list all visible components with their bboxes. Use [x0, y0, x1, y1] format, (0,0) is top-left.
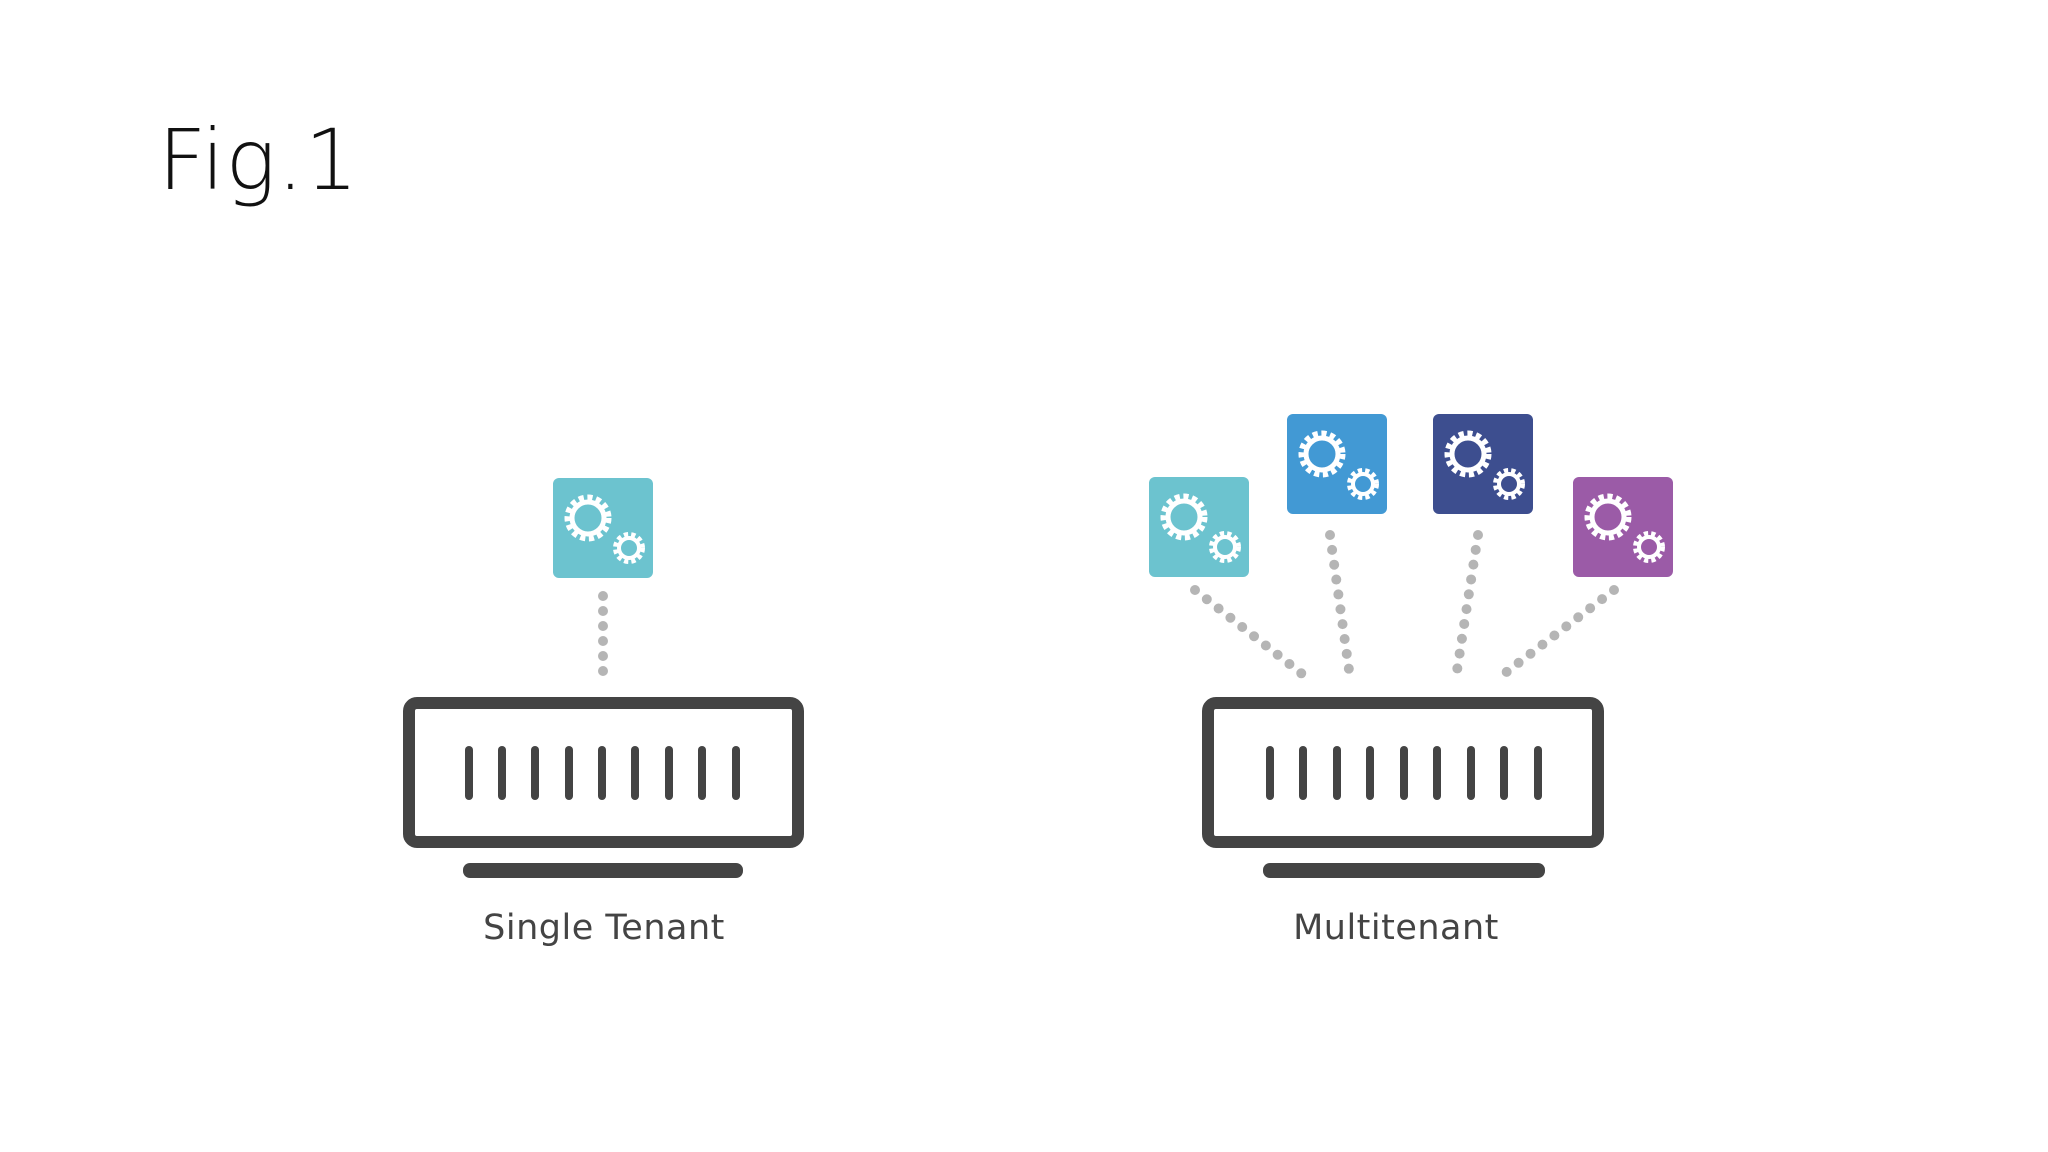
multitenant-panel	[1149, 414, 1673, 878]
connector-3	[1451, 530, 1483, 682]
connector-4	[1495, 585, 1619, 682]
app-tile-3	[1433, 414, 1533, 514]
single-tenant-panel	[403, 478, 804, 878]
connectors-multi	[1190, 530, 1619, 682]
server-slots	[1266, 746, 1542, 800]
app-tile-single	[553, 478, 653, 578]
server-base	[463, 863, 743, 878]
server-multi	[1202, 697, 1604, 878]
app-tile-2	[1287, 414, 1387, 514]
app-tile-1	[1149, 477, 1249, 577]
figure-title: Fig.1	[158, 111, 360, 209]
server-single	[403, 697, 804, 878]
connector-1	[1190, 585, 1311, 682]
connector-2	[1325, 530, 1355, 682]
caption-multitenant: Multitenant	[1293, 908, 1499, 948]
app-tile-4	[1573, 477, 1673, 577]
server-base	[1263, 863, 1545, 878]
caption-single-tenant: Single Tenant	[483, 908, 725, 948]
server-slots	[465, 746, 740, 800]
